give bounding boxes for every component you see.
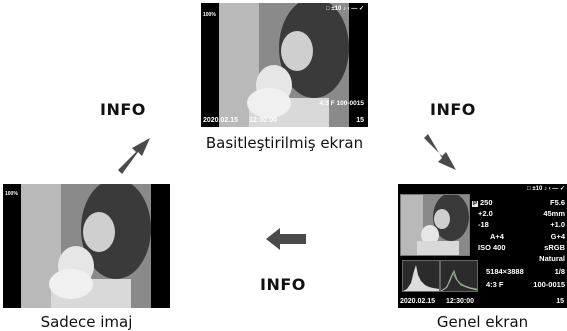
- date-label: 2020.02.15: [400, 298, 436, 305]
- info-row-flash-comp: +1.0: [550, 220, 565, 229]
- top-status-icons: □ ±10 ♪ ‹ — ✓: [326, 6, 364, 12]
- thumbnail-photo: [400, 194, 470, 256]
- time-label: 12:30:00: [249, 117, 278, 124]
- info-row-focal: 45mm: [543, 209, 565, 218]
- info-label-bottom: INFO: [260, 275, 306, 294]
- info-row-wb-shift: G+4: [550, 232, 565, 241]
- frame-count: 15: [356, 117, 364, 124]
- info-row-colorspace: sRGB: [544, 243, 565, 252]
- info-row-iso: ISO 400: [478, 243, 506, 252]
- info-row-filenumber: 100-0015: [533, 280, 565, 289]
- battery-indicator: 100%: [203, 12, 216, 18]
- info-label-left: INFO: [100, 100, 146, 119]
- histogram-rgb: [440, 260, 478, 292]
- info-row-aperture: F5.6: [549, 198, 565, 207]
- image-only-screen: 100%: [3, 184, 170, 308]
- top-status-icons: □ ±10 ♪ ‹ — ✓: [527, 186, 565, 192]
- arrow-up-right-icon: [118, 138, 150, 174]
- image-only-caption: Sadece imaj: [40, 313, 133, 331]
- arrow-left-icon: [266, 228, 306, 250]
- arrow-down-right-icon: [424, 134, 456, 170]
- battery-indicator: 100%: [5, 191, 18, 197]
- frame-count: 15: [556, 298, 564, 305]
- simplified-display-screen: 100% □ ±10 ♪ ‹ — ✓ 4:3 F 100-0015 2020.0…: [201, 3, 368, 127]
- mother-child-photo: [21, 184, 151, 308]
- overall-display-caption: Genel ekran: [436, 313, 529, 331]
- histogram-luminance: [402, 260, 440, 292]
- info-row-flash: -18: [478, 220, 489, 229]
- info-row-wb: A+4: [490, 232, 504, 241]
- info-row-aspect: 4:3 F: [486, 280, 504, 289]
- mother-child-photo: [219, 3, 349, 127]
- date-label: 2020.02.15: [203, 117, 239, 124]
- image-info-row: 4:3 F 100-0015: [319, 100, 364, 107]
- info-row-picture-mode: Natural: [539, 254, 565, 263]
- simplified-display-caption: Basitleştirilmiş ekran: [205, 134, 364, 152]
- info-row-exposure: +2.0: [478, 209, 493, 218]
- time-label: 12:30:00: [446, 298, 475, 305]
- info-row-resolution: 5184×3888: [486, 267, 524, 276]
- info-row-compression: 1/8: [554, 267, 565, 276]
- info-label-right: INFO: [430, 100, 476, 119]
